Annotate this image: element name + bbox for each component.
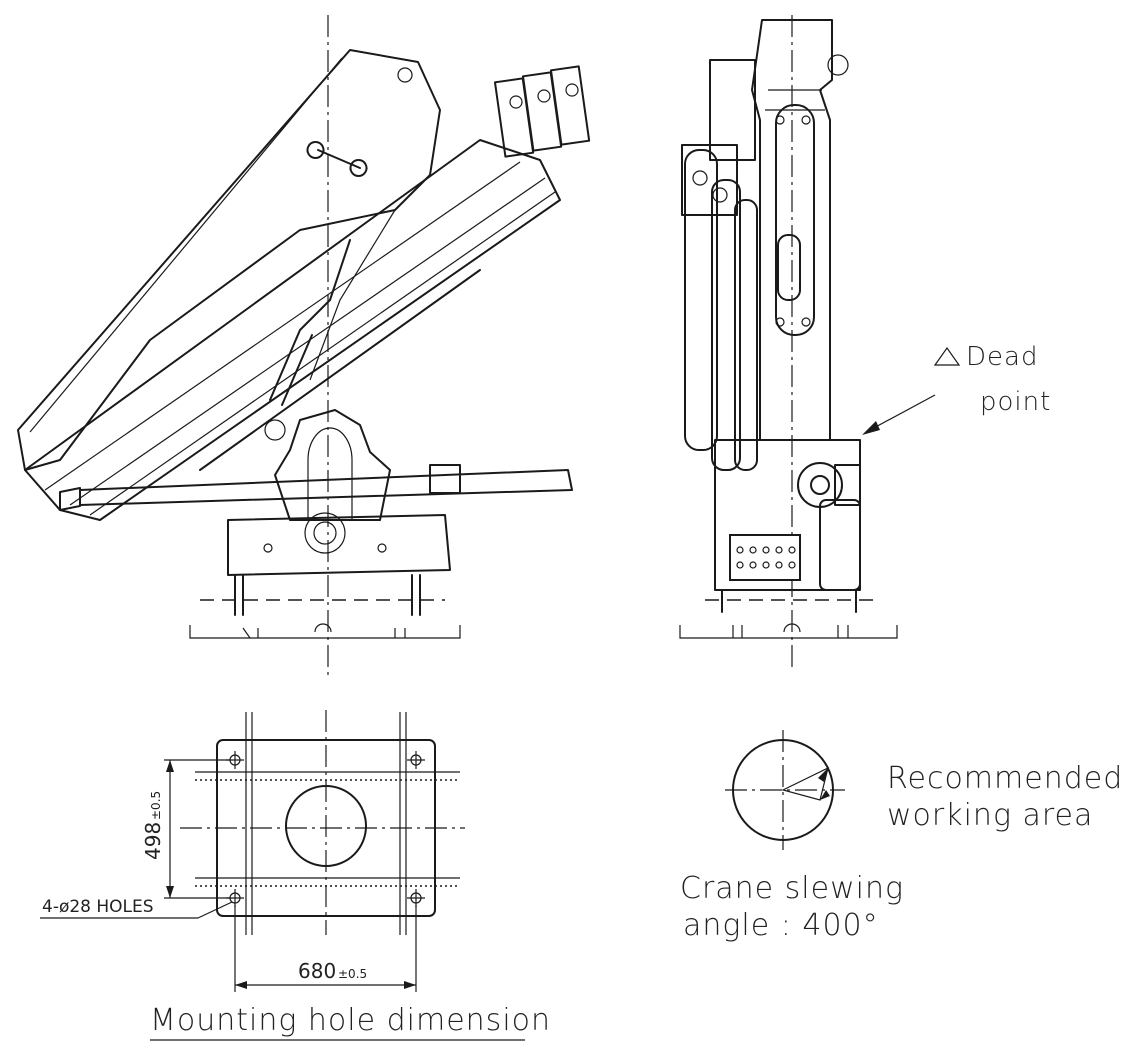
mounting-title: Mounting hole dimension bbox=[150, 1003, 551, 1038]
dim-horizontal-tolerance: ±0.5 bbox=[338, 967, 367, 981]
slewing-diagram: Recommended working area Crane slewing a… bbox=[680, 730, 1123, 943]
dead-point-triangle-icon bbox=[933, 346, 961, 366]
working-area-label-line2: working area bbox=[887, 798, 1093, 833]
holes-callout-label: 4-ø28 HOLES bbox=[42, 897, 154, 917]
dead-point-label-line2: point bbox=[980, 387, 1051, 417]
working-area-label-line1: Recommended bbox=[887, 761, 1123, 796]
slewing-angle-label-line1: Crane slewing bbox=[680, 871, 904, 906]
slewing-angle-label-line2: angle : 400° bbox=[683, 908, 879, 943]
dim-vertical-value: 498 bbox=[141, 822, 165, 860]
dead-point-label-line1: Dead bbox=[966, 342, 1038, 372]
dim-vertical-tolerance: ±0.5 bbox=[149, 791, 163, 820]
front-view: Dead point bbox=[679, 15, 1051, 670]
side-view bbox=[17, 15, 591, 675]
dead-point-arrow-icon bbox=[869, 394, 936, 431]
dim-horizontal-value: 680 bbox=[298, 959, 336, 983]
mounting-plan: 498 ±0.5 680 ±0.5 4-ø28 HOLES Mounting h… bbox=[40, 710, 551, 1041]
